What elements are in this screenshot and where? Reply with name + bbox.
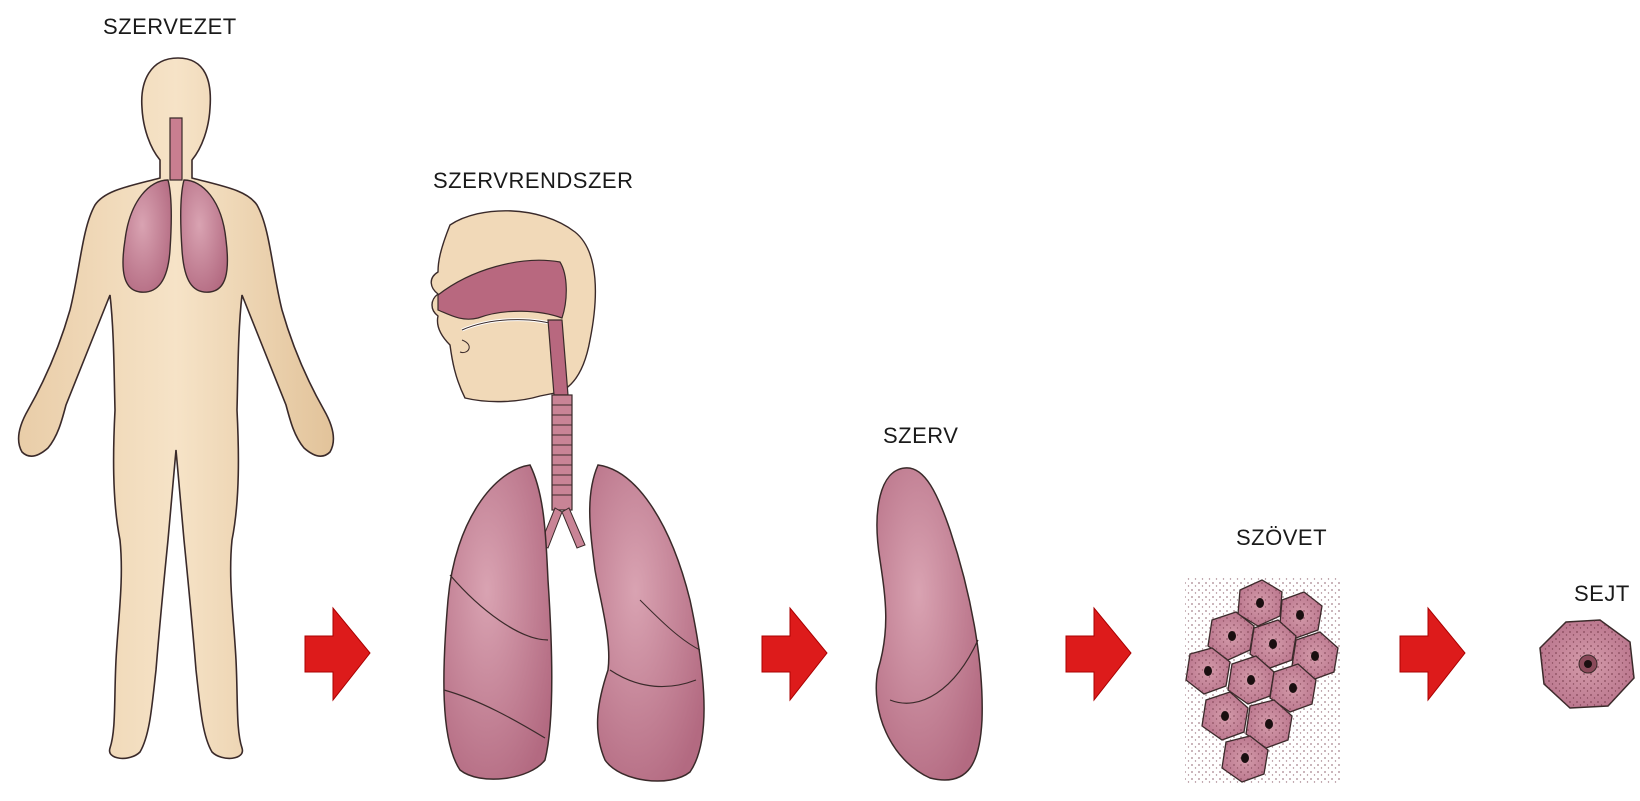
tissue-icon: [1185, 578, 1340, 783]
cell-icon: [1540, 620, 1634, 708]
arrow-right-icon: [305, 608, 370, 700]
arrow-right-icon: [1400, 608, 1465, 700]
arrow-right-icon: [1066, 608, 1131, 700]
arrow-right-icon: [762, 608, 827, 700]
human-body-icon: [19, 58, 334, 758]
respiratory-system-icon: [431, 211, 704, 781]
lung-icon: [876, 468, 982, 780]
